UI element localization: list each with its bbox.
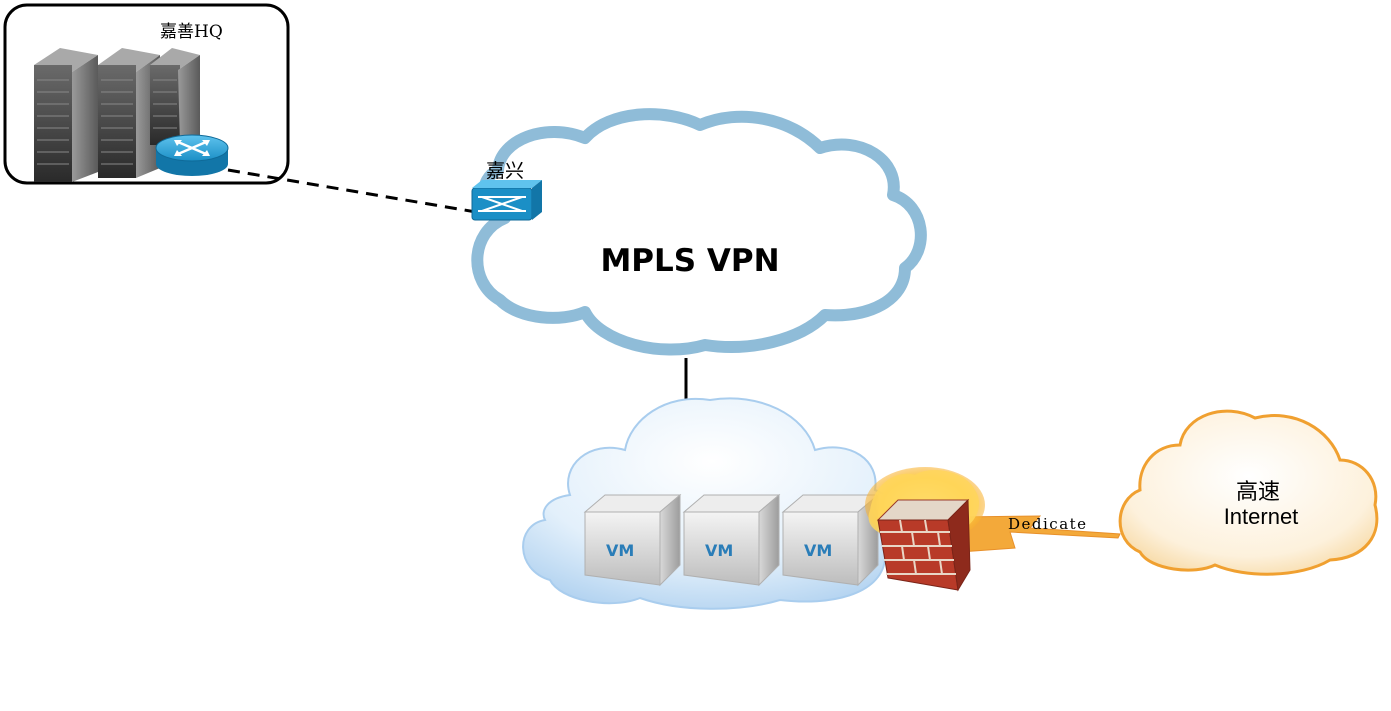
mpls-vpn-label: MPLS VPN bbox=[600, 243, 779, 279]
dedicate-label: Dedicate bbox=[1008, 515, 1088, 533]
internet-label-line2: Internet bbox=[1224, 504, 1299, 529]
jiaxing-label: 嘉兴 bbox=[486, 160, 524, 182]
hq-label: 嘉善HQ bbox=[160, 22, 223, 42]
server-rack-icon bbox=[34, 48, 200, 182]
vm-label: VM bbox=[705, 541, 733, 560]
internet-label-line1: 高速 bbox=[1236, 479, 1280, 504]
hq-to-jiaxing-link bbox=[227, 168, 477, 214]
internet-cloud bbox=[1118, 409, 1379, 576]
vm-cube-icon: VM bbox=[781, 493, 880, 587]
vm-cube-icon: VM bbox=[583, 493, 682, 587]
vm-label: VM bbox=[606, 541, 634, 560]
mpls-vpn-cloud bbox=[471, 108, 927, 356]
vm-label: VM bbox=[804, 541, 832, 560]
jiaxing-switch-icon bbox=[471, 180, 542, 221]
hq-router-icon bbox=[155, 134, 229, 176]
vm-cube-icon: VM bbox=[682, 493, 781, 587]
firewall-icon bbox=[865, 467, 985, 592]
